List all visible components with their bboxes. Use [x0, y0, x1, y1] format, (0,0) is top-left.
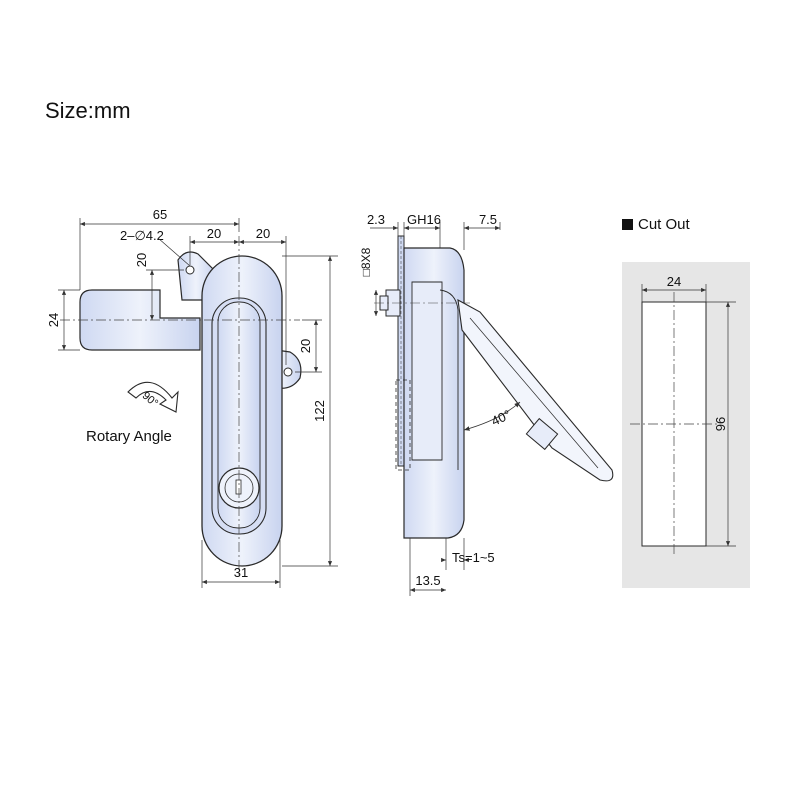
- cut-out-text: Cut Out: [638, 216, 690, 233]
- open-lever: [457, 298, 614, 482]
- dim-width-total: 65: [153, 207, 167, 222]
- cut-out-dim-width: 24: [667, 274, 681, 289]
- dim-center-to-right: 20: [256, 226, 270, 241]
- dim-tab-width: 24: [46, 313, 61, 327]
- size-unit-title: Size:mm: [45, 98, 131, 123]
- dim-offset: 7.5: [479, 212, 497, 227]
- dim-hole-to-center: 20: [207, 226, 221, 241]
- cut-out-label: Cut Out: [622, 216, 690, 233]
- dim-holes: 2–∅4.2: [120, 228, 164, 243]
- dim-lower-tab: 20: [298, 339, 313, 353]
- side-view: 40° 2.3 GH16 7.5 □8X8 Ts=1~5 13.5: [359, 212, 614, 596]
- mount-hole-upper: [185, 265, 195, 275]
- rotary-arrow-icon: [127, 381, 179, 413]
- cut-out-dim-height: 96: [713, 417, 728, 431]
- keyhole: [235, 479, 242, 495]
- filled-square-icon: [622, 219, 633, 230]
- dim-depth: 13.5: [415, 573, 440, 588]
- dim-bottom-width: 31: [234, 565, 248, 580]
- dim-ts: Ts=1~5: [452, 550, 495, 565]
- rotary-angle-label: Rotary Angle: [86, 428, 172, 445]
- dim-height: 122: [312, 400, 327, 422]
- dim-handle-offset: 20: [134, 253, 149, 267]
- mount-hole-lower: [283, 367, 293, 377]
- front-view: 65 2–∅4.2 20 20 20 24 20 122 31: [46, 207, 338, 588]
- dim-gh: GH16: [407, 212, 441, 227]
- dim-square: □8X8: [359, 247, 373, 276]
- cut-out-view: 24 96: [622, 262, 750, 588]
- dim-plate: 2.3: [367, 212, 385, 227]
